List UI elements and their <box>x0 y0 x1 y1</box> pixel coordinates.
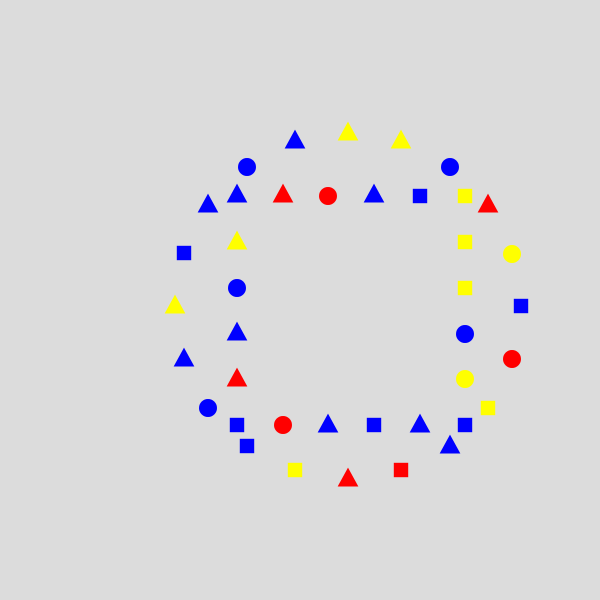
outer-ring-group <box>164 121 529 487</box>
blue-circle-marker <box>441 158 459 176</box>
red-circle-marker <box>274 416 292 434</box>
blue-square-marker <box>513 298 529 314</box>
yellow-circle-marker <box>503 245 521 263</box>
red-triangle-marker <box>337 467 359 487</box>
yellow-triangle-marker <box>226 230 248 250</box>
yellow-square-marker <box>457 188 473 204</box>
red-square-marker <box>393 462 409 478</box>
blue-triangle-marker <box>197 193 219 213</box>
yellow-triangle-marker <box>164 294 186 314</box>
yellow-square-marker <box>287 462 303 478</box>
yellow-square-marker <box>457 280 473 296</box>
blue-square-marker <box>229 417 245 433</box>
blue-triangle-marker <box>173 347 195 367</box>
yellow-triangle-marker <box>337 121 359 141</box>
blue-square-marker <box>412 188 428 204</box>
blue-square-marker <box>366 417 382 433</box>
blue-square-marker <box>176 245 192 261</box>
inner-square-group <box>226 183 474 434</box>
yellow-square-marker <box>457 234 473 250</box>
red-triangle-marker <box>477 193 499 213</box>
yellow-square-marker <box>480 400 496 416</box>
blue-circle-marker <box>228 279 246 297</box>
yellow-circle-marker <box>456 370 474 388</box>
blue-triangle-marker <box>317 413 339 433</box>
blue-triangle-marker <box>409 413 431 433</box>
red-triangle-marker <box>272 183 294 203</box>
blue-triangle-marker <box>439 434 461 454</box>
blue-triangle-marker <box>363 183 385 203</box>
red-triangle-marker <box>226 367 248 387</box>
blue-square-marker <box>239 438 255 454</box>
blue-circle-marker <box>456 325 474 343</box>
blue-triangle-marker <box>226 183 248 203</box>
blue-triangle-marker <box>226 321 248 341</box>
yellow-triangle-marker <box>390 129 412 149</box>
blue-circle-marker <box>238 158 256 176</box>
red-circle-marker <box>503 350 521 368</box>
blue-square-marker <box>457 417 473 433</box>
blue-triangle-marker <box>284 129 306 149</box>
red-circle-marker <box>319 187 337 205</box>
blue-circle-marker <box>199 399 217 417</box>
